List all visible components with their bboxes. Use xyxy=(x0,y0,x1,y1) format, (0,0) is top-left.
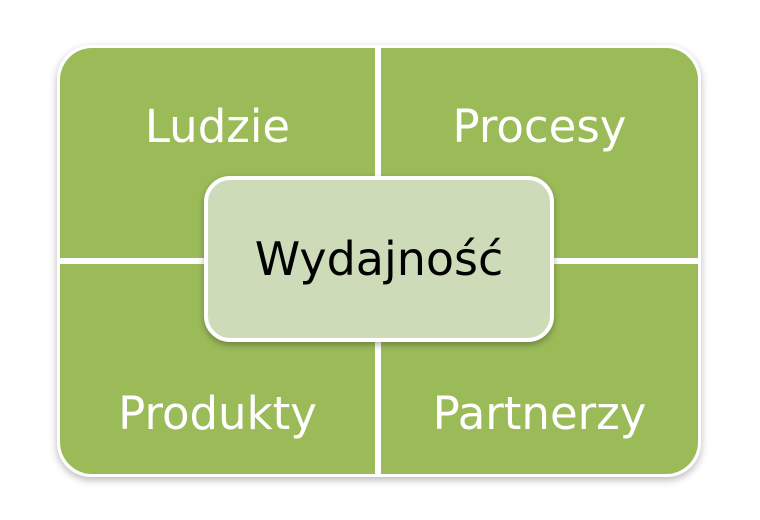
matrix-diagram: Ludzie Procesy Produkty Partnerzy xyxy=(57,45,701,477)
quadrant-label-partnerzy: Partnerzy xyxy=(432,387,647,440)
quadrant-label-produkty: Produkty xyxy=(118,387,317,440)
center-label-wydajnosc: Wydajność xyxy=(254,232,504,286)
center-box: Wydajność xyxy=(204,176,554,342)
quadrant-label-procesy: Procesy xyxy=(452,100,627,153)
quadrant-label-ludzie: Ludzie xyxy=(144,100,291,153)
